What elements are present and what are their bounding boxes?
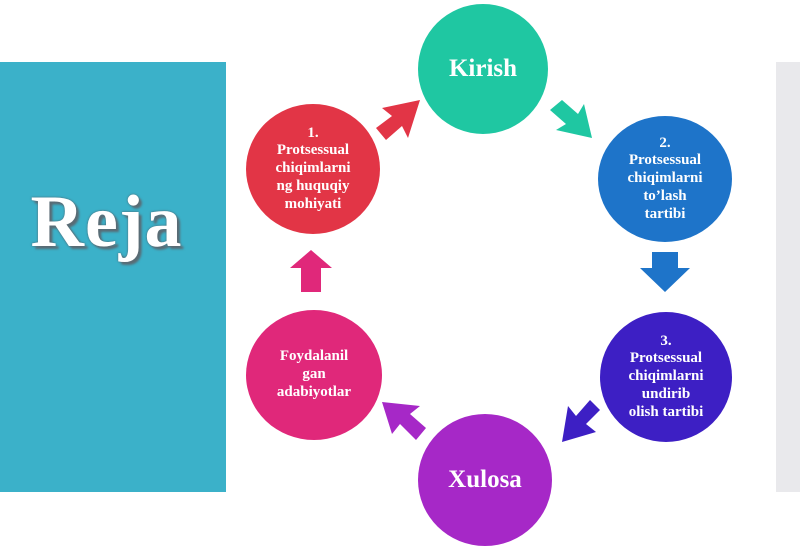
arrow-adabiyotlar-to-item1 xyxy=(290,250,332,292)
node-item2-line: 2. xyxy=(659,134,671,151)
node-adabiyotlar-line: gan xyxy=(302,366,326,383)
arrow-item2-to-item3 xyxy=(640,252,690,292)
node-item3-line: undirib xyxy=(641,385,691,402)
arrow-xulosa-to-adabiyotlar xyxy=(382,402,426,440)
right-edge-panel xyxy=(776,62,800,492)
node-item1-line: ng huquqiy xyxy=(276,177,350,194)
node-item3-line: 3. xyxy=(660,332,672,349)
node-item2: 2. Protsessual chiqimlarni to’lash tarti… xyxy=(598,116,732,242)
node-item1: 1. Protsessual chiqimlarni ng huquqiy mo… xyxy=(246,104,380,234)
node-item1-line: Protsessual xyxy=(276,142,350,159)
node-kirish: Kirish xyxy=(418,4,548,134)
node-adabiyotlar: Foydalanil gan adabiyotlar xyxy=(246,310,382,440)
node-item1-line: chiqimlarni xyxy=(275,160,351,177)
node-xulosa-label: Xulosa xyxy=(448,466,522,494)
node-item1-line: mohiyati xyxy=(284,195,342,212)
left-title-panel xyxy=(0,62,226,492)
node-xulosa: Xulosa xyxy=(418,414,552,546)
page-title: Reja xyxy=(30,181,183,263)
node-item3-line: Protsessual xyxy=(629,350,703,367)
arrow-item1-to-kirish xyxy=(376,100,420,140)
node-item2-line: tartibi xyxy=(644,205,686,222)
arrow-item3-to-xulosa xyxy=(562,400,600,442)
arrow-kirish-to-item2 xyxy=(550,100,592,138)
node-item2-line: to’lash xyxy=(643,187,687,204)
node-item2-line: chiqimlarni xyxy=(627,170,703,187)
node-kirish-label: Kirish xyxy=(448,55,518,83)
node-adabiyotlar-line: Foydalanil xyxy=(279,348,349,365)
node-item3-line: olish tartibi xyxy=(628,403,704,420)
node-item3: 3. Protsessual chiqimlarni undirib olish… xyxy=(600,312,732,442)
node-item2-line: Protsessual xyxy=(628,152,702,169)
node-item3-line: chiqimlarni xyxy=(628,368,704,385)
node-adabiyotlar-line: adabiyotlar xyxy=(276,383,352,400)
node-item1-line: 1. xyxy=(307,124,319,141)
